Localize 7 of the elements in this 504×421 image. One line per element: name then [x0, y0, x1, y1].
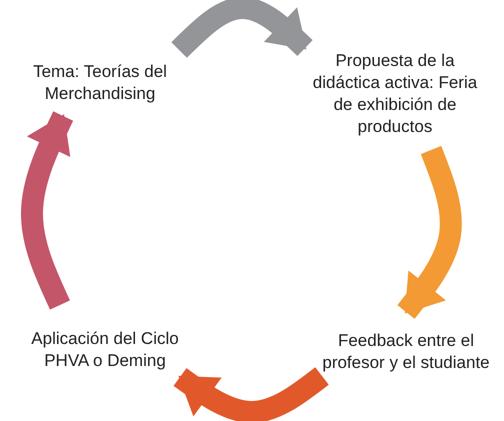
node-label: Tema: Teorías del Merchandising [32, 61, 168, 105]
node-label: Propuesta de la didáctica activa: Feria de exhibición de productos [312, 50, 478, 138]
node-label: Feedback entre el profesor y el studiante [322, 330, 490, 374]
cycle-arrow [397, 146, 462, 319]
cycle-arrow [174, 367, 329, 421]
node-label: Aplicación del Ciclo PHVA o Deming [30, 328, 180, 372]
cycle-arrow [21, 111, 74, 310]
